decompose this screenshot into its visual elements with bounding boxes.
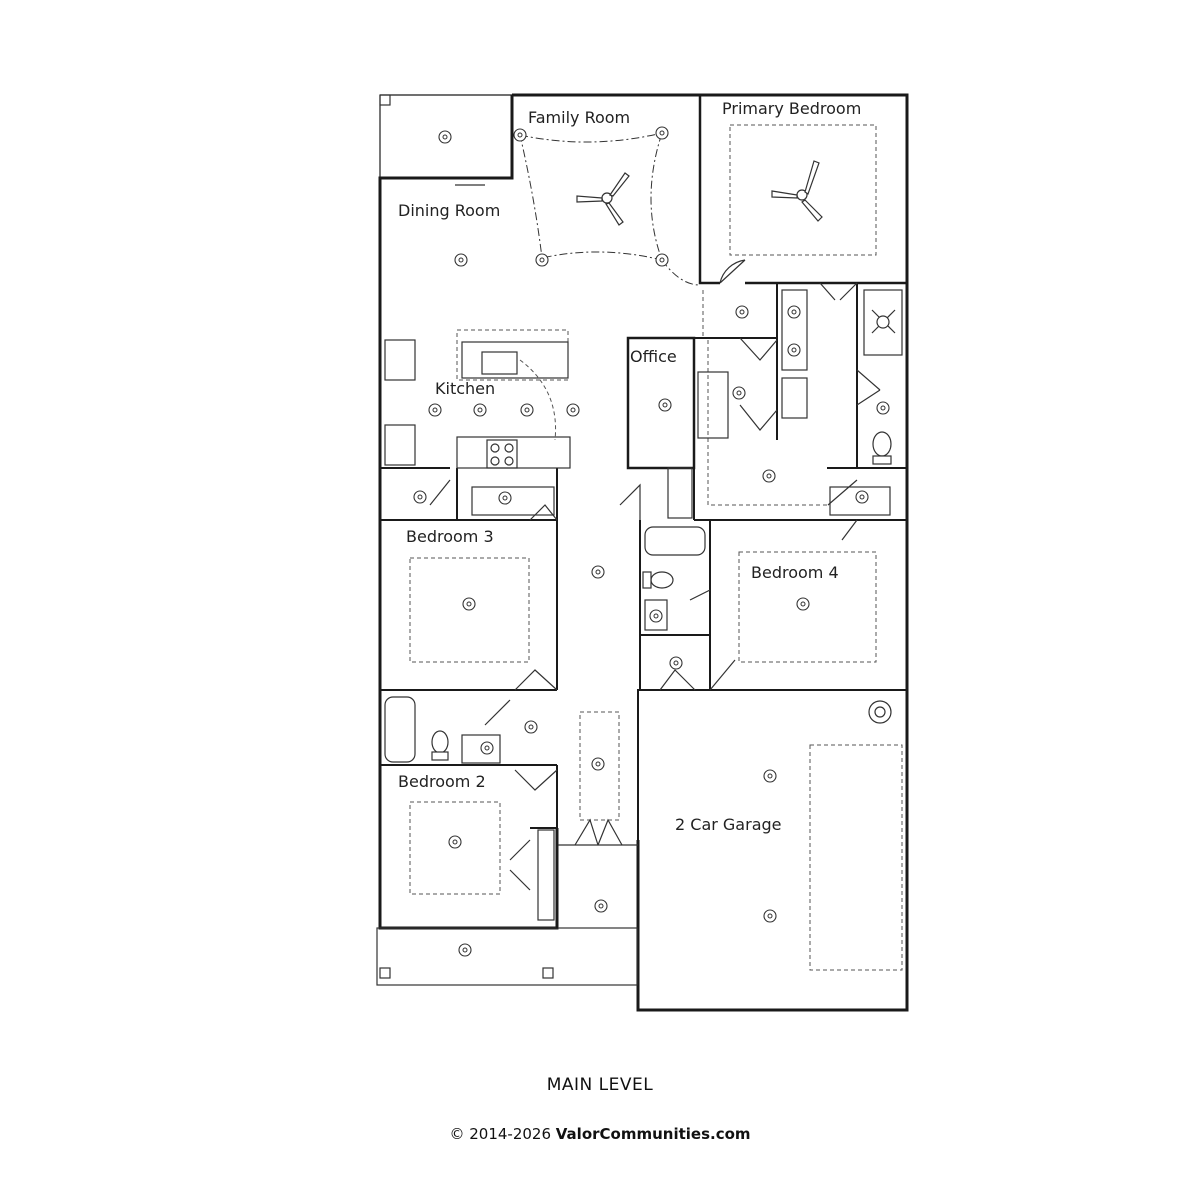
ceiling-light-icon — [787, 305, 801, 319]
ceiling-light-icon — [413, 490, 427, 504]
ceiling-fan-icon — [771, 160, 823, 222]
label-dining-room: Dining Room — [398, 201, 500, 220]
ceiling-light-icon — [591, 757, 605, 771]
ceiling-light-icon — [787, 343, 801, 357]
label-bedroom-4: Bedroom 4 — [751, 563, 839, 582]
ceiling-light-icon — [480, 741, 494, 755]
bathtub-icon — [384, 526, 706, 763]
ceiling-light-icon — [462, 597, 476, 611]
sink-icon — [481, 351, 518, 375]
ceiling-light-icon — [498, 491, 512, 505]
exterior-walls — [378, 93, 909, 1012]
ceiling-light-icon — [655, 126, 669, 140]
ceiling-light-icon — [591, 565, 605, 579]
ceiling-light-icon — [566, 403, 580, 417]
ceiling-light-icon — [763, 909, 777, 923]
level-title: MAIN LEVEL — [546, 1075, 654, 1095]
ceiling-light-icon — [763, 769, 777, 783]
shower-icon — [863, 289, 903, 356]
brand-link-text: ValorCommunities.com — [555, 1125, 751, 1143]
label-office: Office — [630, 347, 677, 366]
water-heater-icon — [868, 700, 892, 724]
label-bedroom-2: Bedroom 2 — [398, 772, 486, 791]
label-garage: 2 Car Garage — [675, 815, 782, 834]
label-primary-bedroom: Primary Bedroom — [722, 99, 861, 118]
ceiling-lights — [413, 126, 890, 957]
ceiling-light-icon — [524, 720, 538, 734]
ceiling-light-icon — [448, 835, 462, 849]
ceiling-light-icon — [458, 943, 472, 957]
ceiling-light-icon — [762, 469, 776, 483]
closet-shelves — [461, 289, 891, 921]
ceiling-light-icon — [594, 899, 608, 913]
label-kitchen: Kitchen — [435, 379, 495, 398]
ceiling-light-icon — [513, 128, 527, 142]
ceiling-light-icon — [732, 386, 746, 400]
ceiling-light-icon — [855, 490, 869, 504]
ceiling-light-icon — [655, 253, 669, 267]
copyright-prefix: © 2014-2026 — [449, 1125, 556, 1143]
ceiling-outlines — [409, 124, 903, 971]
ceiling-light-icon — [535, 253, 549, 267]
ceiling-light-icon — [520, 403, 534, 417]
copyright-notice: © 2014-2026 ValorCommunities.com — [0, 1125, 1200, 1143]
interior-walls — [380, 95, 907, 928]
ceiling-fan-icon — [576, 172, 630, 226]
ceiling-light-icon — [796, 597, 810, 611]
label-bedroom-3: Bedroom 3 — [406, 527, 494, 546]
ceiling-light-icon — [876, 401, 890, 415]
ceiling-light-icon — [735, 305, 749, 319]
kitchen-fixtures — [384, 339, 571, 469]
ceiling-light-icon — [438, 130, 452, 144]
label-family-room: Family Room — [528, 108, 630, 127]
ceiling-light-icon — [649, 609, 663, 623]
ceiling-light-icon — [669, 656, 683, 670]
ceiling-light-icon — [428, 403, 442, 417]
door-swing-icon — [429, 184, 881, 891]
ceiling-light-icon — [473, 403, 487, 417]
toilet-icon — [431, 431, 892, 761]
ceiling-light-icon — [454, 253, 468, 267]
ceiling-light-icon — [658, 398, 672, 412]
